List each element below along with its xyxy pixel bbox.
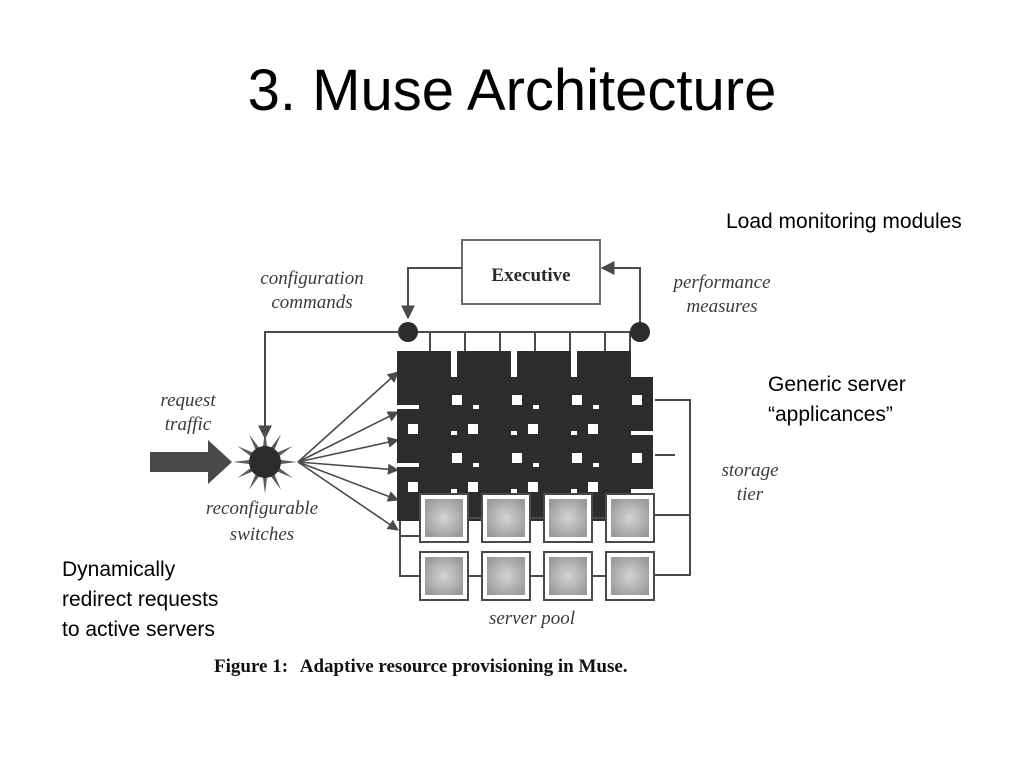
generic-server-annotation: Generic server “applicances” bbox=[768, 370, 906, 430]
figure-caption: Figure 1: Adaptive resource provisioning… bbox=[214, 656, 628, 677]
storage-label-line1: storage bbox=[722, 460, 779, 481]
switch-ray bbox=[276, 467, 293, 478]
switch-ray bbox=[262, 430, 268, 448]
switches-label-line1: reconfigurable bbox=[206, 498, 318, 519]
grid-gap bbox=[632, 395, 642, 405]
switch-ray bbox=[270, 434, 281, 451]
request-label-line2: traffic bbox=[165, 414, 212, 435]
grid-gap bbox=[468, 424, 478, 434]
light-server bbox=[605, 551, 655, 601]
switch-ray bbox=[270, 473, 281, 490]
grid-gap bbox=[572, 395, 582, 405]
light-server bbox=[481, 493, 531, 543]
performance-measure-arrow bbox=[600, 261, 641, 325]
grid-gap bbox=[452, 453, 462, 463]
reconfigurable-switch bbox=[233, 430, 297, 494]
config-command-arrow bbox=[401, 267, 462, 320]
dark-server bbox=[419, 435, 473, 489]
light-server bbox=[419, 493, 469, 543]
fanout-arrow bbox=[297, 411, 400, 463]
storage-label-line2: tier bbox=[737, 484, 764, 505]
grid-gap bbox=[452, 395, 462, 405]
dark-server bbox=[479, 435, 533, 489]
light-server bbox=[543, 493, 593, 543]
switch-control-arrow bbox=[258, 331, 400, 440]
fanout-arrow bbox=[297, 461, 400, 475]
load-monitoring-annotation: Load monitoring modules bbox=[726, 207, 962, 237]
switches-label-line2: switches bbox=[230, 524, 294, 545]
configuration-label-line2: commands bbox=[271, 292, 352, 313]
light-server bbox=[419, 551, 469, 601]
fanout-arrows bbox=[297, 371, 400, 531]
grid-gap bbox=[512, 453, 522, 463]
performance-label-line1: performance bbox=[671, 272, 770, 293]
switch-ray bbox=[237, 446, 254, 457]
grid-gap bbox=[632, 453, 642, 463]
light-server bbox=[605, 493, 655, 543]
switch-ray bbox=[249, 473, 260, 490]
generic-server-line1: Generic server bbox=[768, 373, 906, 396]
performance-label-line2: measures bbox=[686, 296, 757, 317]
switch-ray bbox=[262, 476, 268, 494]
grid-gap bbox=[468, 482, 478, 492]
dark-server bbox=[479, 377, 533, 431]
dark-server bbox=[599, 377, 653, 431]
fanout-arrow bbox=[297, 461, 399, 531]
grid-gap bbox=[408, 424, 418, 434]
server-grid bbox=[397, 351, 655, 601]
slide-title: 3. Muse Architecture bbox=[247, 58, 777, 123]
grid-gap bbox=[572, 453, 582, 463]
grid-gap bbox=[512, 395, 522, 405]
fanout-arrow bbox=[297, 371, 399, 463]
grid-gap bbox=[588, 482, 598, 492]
dark-server bbox=[539, 377, 593, 431]
configuration-label-line1: configuration bbox=[260, 268, 363, 289]
executive-box: Executive bbox=[461, 239, 601, 305]
dark-server bbox=[419, 377, 473, 431]
grid-gap bbox=[528, 424, 538, 434]
switch-core bbox=[249, 446, 281, 478]
grid-gap bbox=[528, 482, 538, 492]
caption-prefix: Figure 1: bbox=[214, 656, 288, 677]
light-server bbox=[481, 551, 531, 601]
fanout-arrow bbox=[297, 436, 400, 463]
storage-connections bbox=[655, 399, 691, 576]
left-monitor-module bbox=[398, 322, 418, 342]
caption-text: Adaptive resource provisioning in Muse. bbox=[300, 656, 628, 677]
generic-server-line2: “applicances” bbox=[768, 403, 893, 426]
executive-label: Executive bbox=[491, 265, 570, 286]
server-pool-label: server pool bbox=[489, 608, 575, 629]
request-traffic-arrow bbox=[150, 440, 232, 484]
load-monitoring-text: Load monitoring modules bbox=[726, 210, 962, 233]
fanout-arrow bbox=[297, 461, 400, 502]
dynamic-redirect-line1: Dynamically bbox=[62, 558, 176, 581]
pool-left-connections bbox=[399, 498, 420, 577]
grid-gap bbox=[588, 424, 598, 434]
light-server bbox=[543, 551, 593, 601]
switch-ray bbox=[233, 459, 251, 465]
dark-server bbox=[539, 435, 593, 489]
dynamic-redirect-annotation: Dynamically redirect requests to active … bbox=[62, 555, 218, 645]
right-monitor-module bbox=[630, 322, 650, 342]
dynamic-redirect-line3: to active servers bbox=[62, 618, 215, 641]
bus-ticks bbox=[429, 332, 631, 352]
switch-ray bbox=[237, 467, 254, 478]
request-label-line1: request bbox=[160, 390, 216, 411]
dynamic-redirect-line2: redirect requests bbox=[62, 588, 219, 611]
grid-gap bbox=[408, 482, 418, 492]
switch-ray bbox=[276, 446, 293, 457]
switch-ray bbox=[249, 434, 260, 451]
switch-ray bbox=[279, 459, 297, 465]
dark-server bbox=[599, 435, 653, 489]
